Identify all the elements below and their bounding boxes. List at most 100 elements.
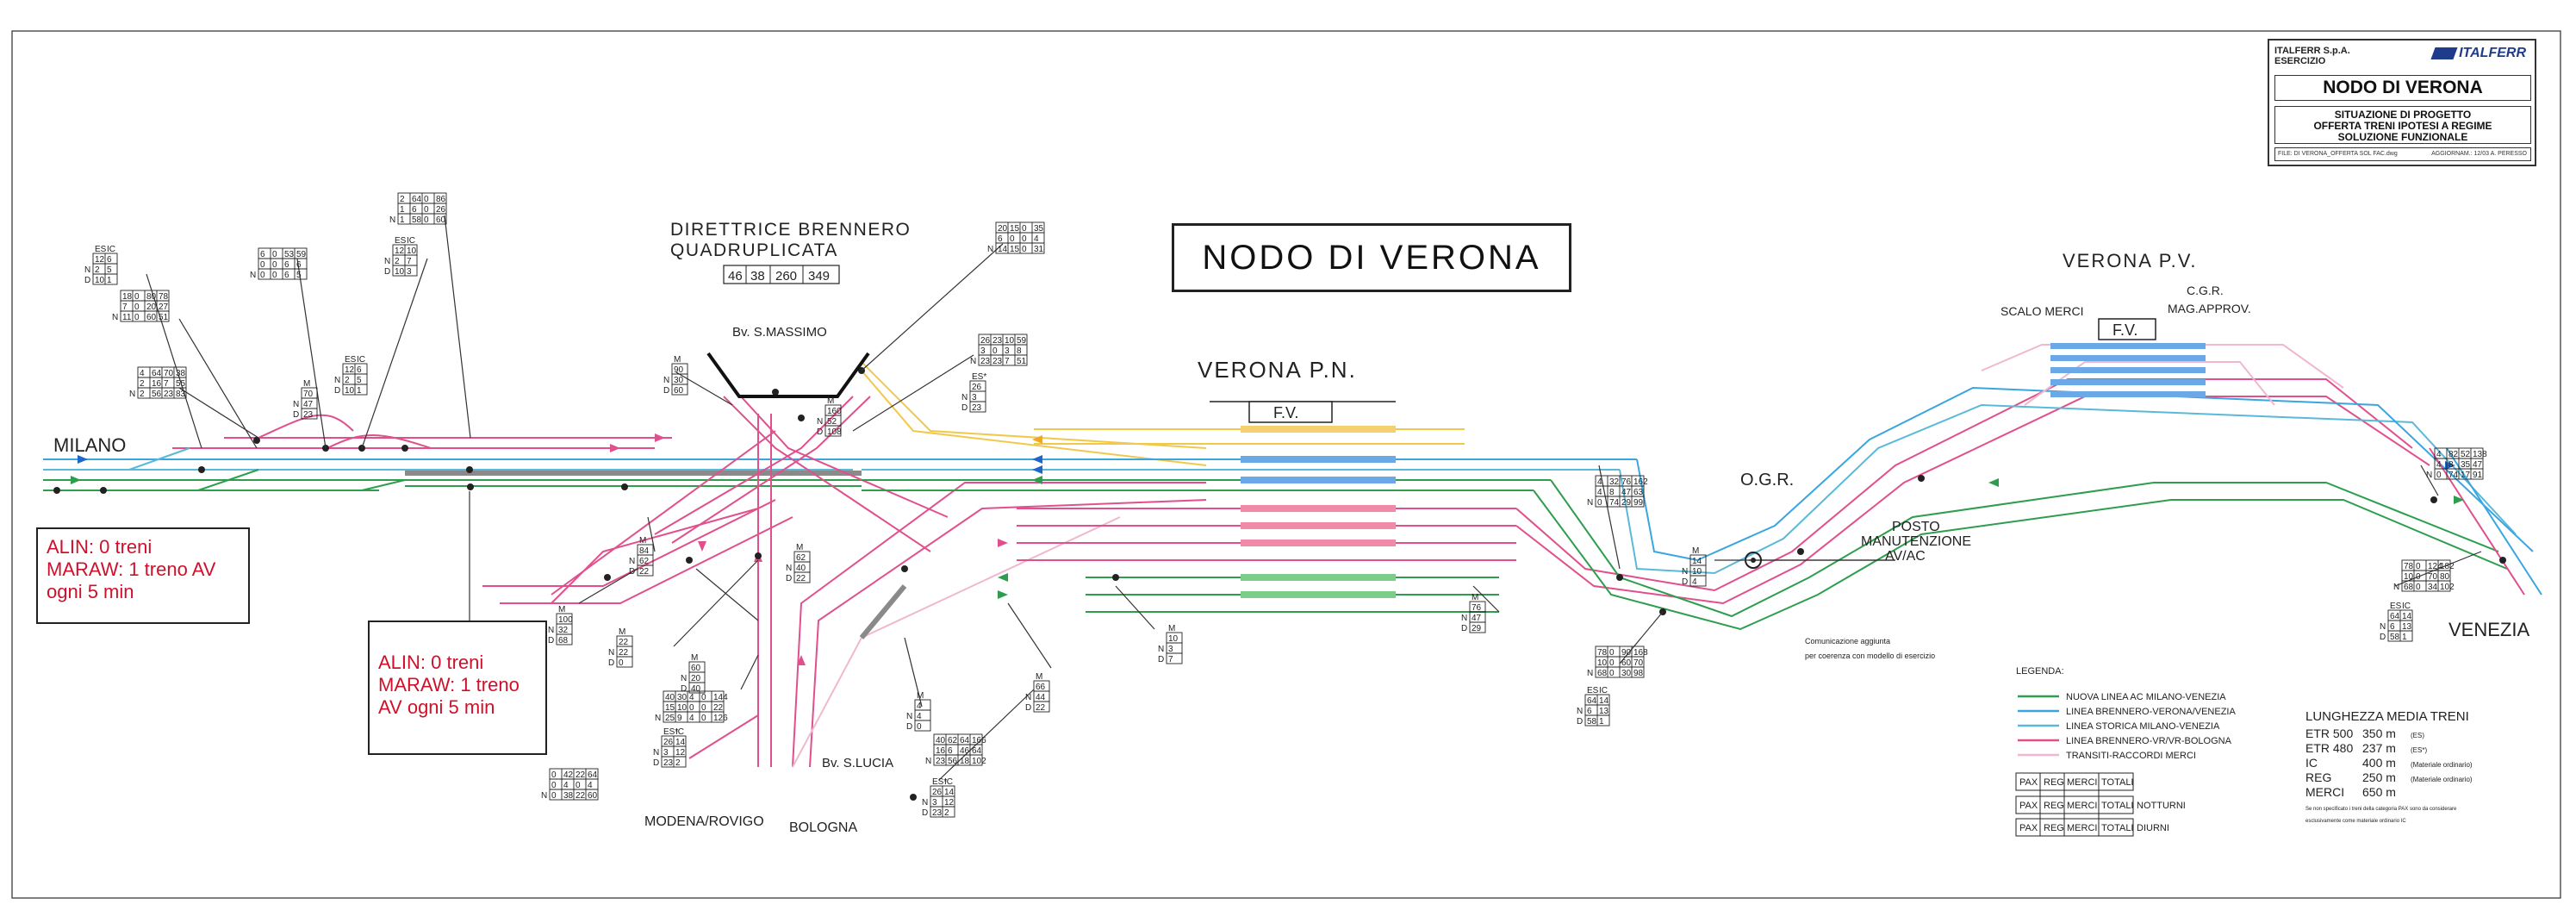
table-cell: 22 <box>639 567 650 577</box>
table-row-label: N <box>84 265 90 275</box>
legend-h-merci: MERCI <box>2067 777 2097 788</box>
table-cell: 6 <box>948 746 953 756</box>
tracks-west <box>43 415 862 490</box>
table-row-label: N <box>922 798 928 808</box>
table-cell: 4 <box>140 369 145 378</box>
table-cell: 0 <box>272 250 277 259</box>
table-cell: 30 <box>677 693 688 702</box>
len-val-2: 237 m <box>2362 741 2396 755</box>
table-cell: 60 <box>588 791 598 801</box>
table-cell: 16 <box>936 746 946 756</box>
table-cell: M <box>558 605 565 614</box>
table-cell: 74 <box>2448 471 2459 480</box>
table-row-label: D <box>786 574 792 583</box>
table-cell: 2 <box>944 808 949 818</box>
table-row-label: D <box>548 636 554 645</box>
table-row-label: D <box>663 386 669 396</box>
legend-d-totali: TOTALI <box>2101 823 2134 833</box>
bv-smassimo-bracket <box>708 353 868 396</box>
table-row-label: N <box>541 791 547 801</box>
legend-n-totali: TOTALI <box>2101 801 2134 811</box>
table-cell: 20 <box>146 302 157 312</box>
label-posto-2: MANUTENZIONE <box>1861 534 1971 549</box>
table-cell: M <box>917 691 924 701</box>
footer-update: AGGIORNAM.: 12/03 A. PERESSO <box>2431 148 2527 160</box>
table-cell: 102 <box>972 757 986 766</box>
table-cell: ES <box>95 245 107 254</box>
label-venezia: VENEZIA <box>2448 619 2529 640</box>
table-cell: 3 <box>1168 645 1173 654</box>
label-bv-smassimo: Bv. S.MASSIMO <box>732 325 827 340</box>
table-cell: 6 <box>412 205 417 215</box>
table-cell: 78 <box>2404 562 2414 571</box>
table-cell: 0 <box>619 658 624 668</box>
table-cell: 18 <box>960 757 970 766</box>
table-cell: 6 <box>296 260 302 270</box>
table-cell: M <box>1036 672 1042 682</box>
table-cell: 10 <box>2404 572 2414 582</box>
legend-d-pax: PAX <box>2019 823 2038 833</box>
table-cell: ES <box>2390 602 2402 611</box>
traffic-table-t-c4: M2222N0D <box>608 627 632 668</box>
table-row-label: N <box>970 357 976 366</box>
table-cell: 2 <box>345 376 350 385</box>
table-cell: 70 <box>1633 658 1644 668</box>
table-cell: 86 <box>436 195 446 204</box>
table-row-label: D <box>906 722 912 732</box>
table-cell: 76 <box>1621 477 1632 487</box>
traffic-table-t-c10: 4062641661664664235618102N <box>925 734 986 766</box>
note-left-line-2: MARAW: 1 treno AV <box>47 558 240 581</box>
table-cell: 26 <box>932 788 943 797</box>
table-cell: 0 <box>689 703 694 713</box>
platforms-pn <box>1241 426 1396 598</box>
table-row-label: N <box>653 748 659 758</box>
table-cell: 40 <box>665 693 675 702</box>
table-cell: 0 <box>134 302 140 312</box>
table-cell: 59 <box>1017 336 1027 346</box>
legend-n-pax: PAX <box>2019 801 2038 811</box>
label-verona-pn: VERONA P.N. <box>1198 357 1357 383</box>
table-cell: 20 <box>691 674 701 683</box>
table-cell: 4 <box>917 712 922 721</box>
table-cell: 2 <box>95 265 100 275</box>
table-row-label: D <box>2380 633 2386 642</box>
label-direttrice-1: DIRETTRICE BRENNERO <box>670 220 911 240</box>
table-cell: 4 <box>689 693 694 702</box>
table-cell: 4 <box>1692 577 1697 587</box>
table-cell: 52 <box>827 417 837 427</box>
table-cell: ES <box>345 355 357 365</box>
label-scalo-merci: SCALO MERCI <box>2000 304 2083 318</box>
title-block: ITALFERR S.p.A. ESERCIZIO ITALFERR NODO … <box>2268 39 2536 166</box>
traffic-table-t-v3: ESIC6414613N581D <box>2380 602 2412 642</box>
table-cell: 8 <box>2448 460 2454 470</box>
table-cell: 23 <box>972 403 982 413</box>
table-cell: 0 <box>134 292 140 302</box>
table-cell: 6 <box>260 250 265 259</box>
table-cell: 64 <box>1587 696 1597 706</box>
table-cell: 7 <box>407 257 412 266</box>
traffic-table-t-top-es: ESIC121027N103D <box>384 236 417 277</box>
len-type-1: ETR 500 <box>2305 727 2353 740</box>
traffic-table-t-c2: M10032N68D <box>548 605 573 645</box>
table-cell: IC <box>107 245 115 254</box>
table-row-label: N <box>1587 498 1593 508</box>
table-row-label: D <box>384 267 390 277</box>
table-cell: 3 <box>972 393 977 402</box>
table-row-label: D <box>1577 717 1583 727</box>
table-cell: 78 <box>159 292 169 302</box>
note-center-line-2: MARAW: 1 treno <box>378 674 537 696</box>
table-cell: M <box>619 627 625 637</box>
table-cell: M <box>1472 593 1478 602</box>
table-cell: 56 <box>948 757 958 766</box>
table-cell: 0 <box>424 205 429 215</box>
table-cell: 22 <box>713 703 724 713</box>
table-cell: 13 <box>2402 622 2412 632</box>
table-cell: 14 <box>998 245 1008 254</box>
table-cell: 0 <box>1609 669 1615 678</box>
table-cell: 7 <box>122 302 128 312</box>
legend-n-label: NOTTURNI <box>2137 801 2186 811</box>
table-cell: 0 <box>424 215 429 225</box>
table-cell: 47 <box>1621 488 1632 497</box>
